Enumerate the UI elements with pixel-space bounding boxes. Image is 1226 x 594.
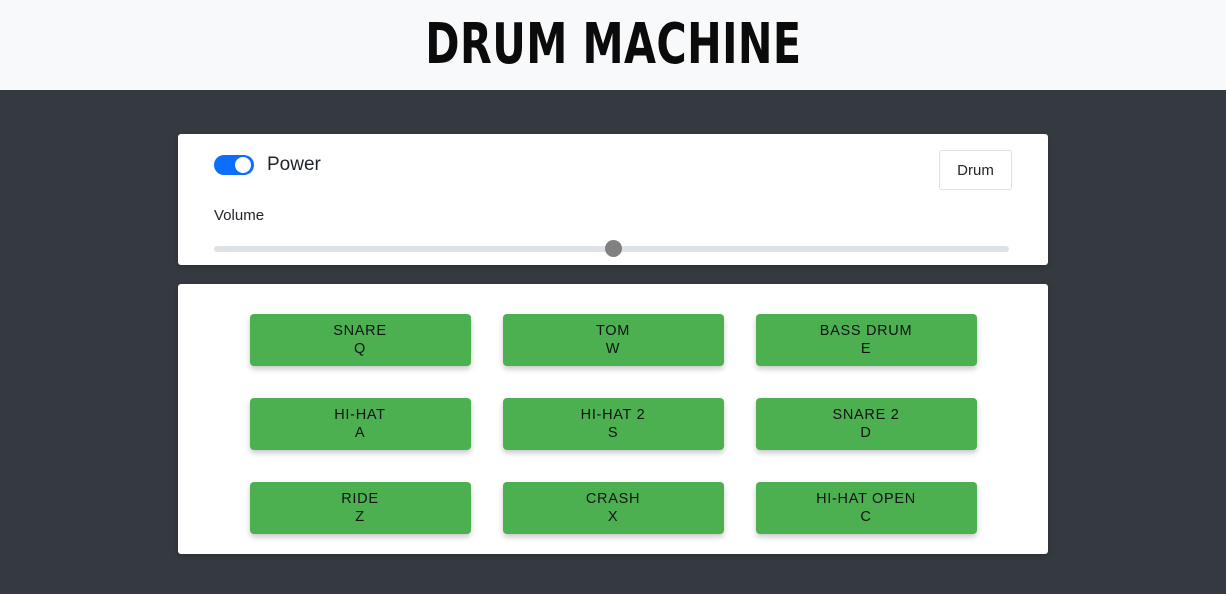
pad-name: BASS DRUM [819,323,913,339]
volume-label: Volume [214,207,265,224]
power-control-group: Power [214,150,321,175]
pad-key: Z [355,508,365,525]
volume-slider-thumb[interactable] [605,240,622,257]
volume-slider[interactable] [214,240,1009,257]
pad-key: Q [354,340,366,357]
control-panel-card: Power Drum Volume [178,134,1048,265]
power-label: Power [267,154,321,175]
pad-name: HI-HAT 2 [580,407,646,423]
drum-pad[interactable]: HI-HAT 2 S [502,398,724,450]
app-stage: Power Drum Volume SNARE Q TOM W [0,90,1226,594]
pad-key: D [860,424,872,441]
pad-name: HI-HAT OPEN [816,491,916,507]
app-header: DRUM MACHINE [0,0,1226,90]
pad-key: C [860,508,872,525]
drum-pads-card: SNARE Q TOM W BASS DRUM E HI-HAT A HI-HA… [178,284,1048,554]
drum-pad[interactable]: HI-HAT A [249,398,471,450]
pad-key: A [354,424,366,441]
pad-key: S [607,424,619,441]
pad-name: TOM [595,323,631,339]
toggle-knob-icon [235,157,251,173]
drum-pad[interactable]: SNARE Q [249,314,471,366]
pad-key: E [860,340,872,357]
content-wrapper: Power Drum Volume SNARE Q TOM W [178,134,1048,554]
pad-name: SNARE 2 [832,407,900,423]
bank-select-button[interactable]: Drum [939,150,1012,190]
drum-pad-grid: SNARE Q TOM W BASS DRUM E HI-HAT A HI-HA… [214,314,1012,534]
drum-pad[interactable]: TOM W [502,314,724,366]
pad-key: W [605,340,621,357]
pad-name: HI-HAT [334,407,386,423]
drum-pad[interactable]: HI-HAT OPEN C [755,482,977,534]
drum-pad[interactable]: BASS DRUM E [755,314,977,366]
control-panel-top-row: Power Drum [214,150,1012,190]
drum-pad[interactable]: SNARE 2 D [755,398,977,450]
power-toggle-switch[interactable] [214,155,254,175]
pad-name: SNARE [333,323,387,339]
pad-key: X [607,508,619,525]
drum-pad[interactable]: RIDE Z [249,482,471,534]
page-title: DRUM MACHINE [424,12,802,77]
pad-name: CRASH [585,491,641,507]
pad-name: RIDE [341,491,379,507]
drum-pad[interactable]: CRASH X [502,482,724,534]
